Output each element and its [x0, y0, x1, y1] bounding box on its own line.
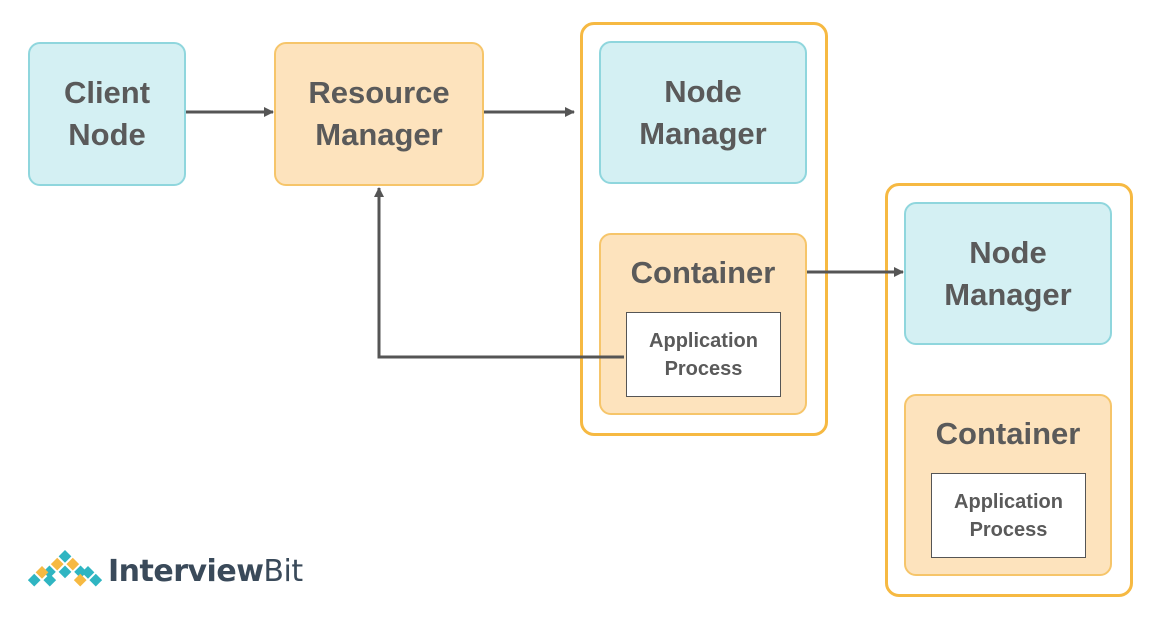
interviewbit-logo: InterviewBit: [28, 548, 303, 594]
node-manager-1-label-line2: Manager: [639, 115, 767, 151]
application-process-2-line2: Process: [969, 518, 1048, 541]
interviewbit-wordmark: InterviewBit: [108, 554, 303, 589]
wordmark-interview: Interview: [108, 553, 264, 589]
arrow-application-process-to-resource-manager: [374, 187, 624, 359]
container-box-1: Container Application Process: [599, 233, 807, 415]
resource-manager-label-line1: Resource: [308, 75, 450, 110]
application-process-2-line1: Application: [954, 490, 1063, 513]
container-2-title: Container: [935, 416, 1081, 451]
client-node-label-line2: Node: [68, 117, 146, 152]
resource-manager-box: Resource Manager: [274, 42, 484, 186]
interviewbit-logo-icon: [28, 550, 102, 587]
resource-manager-label-line2: Manager: [315, 117, 443, 152]
application-process-1-line2: Process: [664, 357, 743, 380]
node-manager-box-2: Node Manager: [904, 202, 1112, 345]
application-process-box-2: Application Process: [931, 473, 1086, 558]
application-process-box-1: Application Process: [626, 312, 781, 397]
client-node-label-line1: Client: [63, 75, 151, 110]
node-manager-2-label-line1: Node: [969, 234, 1047, 270]
wordmark-bit: Bit: [263, 553, 303, 589]
node-manager-box-1: Node Manager: [599, 41, 807, 184]
client-node-box: Client Node: [28, 42, 186, 186]
node-manager-2-label-line2: Manager: [944, 276, 1072, 312]
container-box-2: Container Application Process: [904, 394, 1112, 576]
node-manager-1-label-line1: Node: [664, 73, 742, 109]
application-process-1-line1: Application: [649, 329, 758, 352]
container-1-title: Container: [630, 255, 776, 290]
